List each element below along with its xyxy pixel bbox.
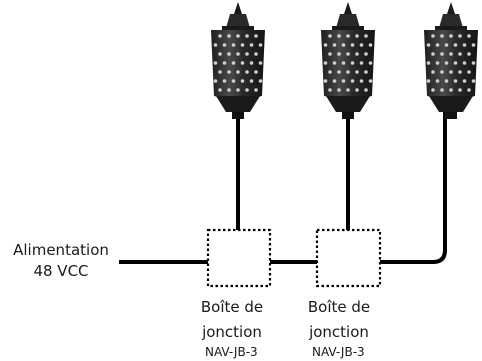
third-device-wire <box>378 110 447 264</box>
spiked-beacon-icon <box>321 2 375 119</box>
power-supply-line2: 48 VCC <box>33 262 89 280</box>
beacon-studs <box>426 34 476 92</box>
power-supply-label: Alimentation 48 VCC <box>6 240 116 282</box>
beacon-studs <box>323 34 373 92</box>
junction-box-line2: jonction <box>309 323 369 341</box>
power-supply-line1: Alimentation <box>13 241 109 259</box>
spiked-beacon-icon <box>211 2 265 119</box>
junction-box-line1: Boîte de <box>200 298 264 316</box>
junction-box-label-1: Boîte de jonction <box>190 297 274 343</box>
junction-box-line2: jonction <box>202 323 262 341</box>
junction-box-model-1: NAV-JB-3 <box>205 345 258 359</box>
beacon-studs <box>213 34 263 92</box>
wires <box>119 110 447 264</box>
junction-box-model-2: NAV-JB-3 <box>312 345 365 359</box>
junction-box-line1: Boîte de <box>307 298 371 316</box>
junction-box-label-2: Boîte de jonction <box>297 297 381 343</box>
junction-box-1 <box>206 228 272 288</box>
spiked-beacon-icon <box>424 2 478 119</box>
junction-box-2 <box>315 228 382 288</box>
